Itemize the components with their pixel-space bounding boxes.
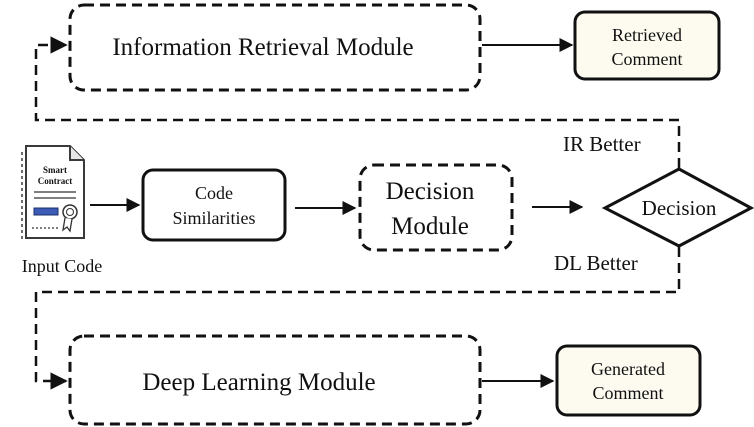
dl-module-node: Deep Learning Module [68,334,482,426]
decision-node: Decision [601,167,754,248]
dl-module-label: Deep Learning Module [142,369,375,396]
code-similarities-label-line2: Similarities [173,208,256,228]
retrieved-comment-node: Retrieved Comment [573,10,721,81]
generated-comment-label-line2: Comment [593,383,664,403]
code-similarities-label-line1: Code [195,183,233,203]
input-code-label: Input Code [22,256,103,276]
ir-better-label: IR Better [563,132,641,156]
retrieved-comment-label-line2: Comment [612,49,683,69]
decision-module-node: Decision Module [358,163,514,252]
edge-decision-to-dl-module [34,247,681,390]
contract-icon-text-line2: Contract [38,176,73,186]
decision-label: Decision [642,196,717,220]
contract-icon-text-line1: Smart [43,165,67,175]
edge-decision-to-ir-module [34,36,681,168]
generated-comment-label-line1: Generated [591,359,665,379]
dl-better-label: DL Better [554,251,638,275]
decision-module-label-line1: Decision [386,178,475,205]
generated-comment-node: Generated Comment [555,344,702,417]
ir-module-node: Information Retrieval Module [68,3,482,92]
smart-contract-icon: Smart Contract [21,145,85,240]
decision-module-label-line2: Module [391,213,469,240]
ir-module-label: Information Retrieval Module [112,34,413,61]
code-similarities-node: Code Similarities [141,168,287,242]
retrieved-comment-label-line1: Retrieved [612,25,682,45]
